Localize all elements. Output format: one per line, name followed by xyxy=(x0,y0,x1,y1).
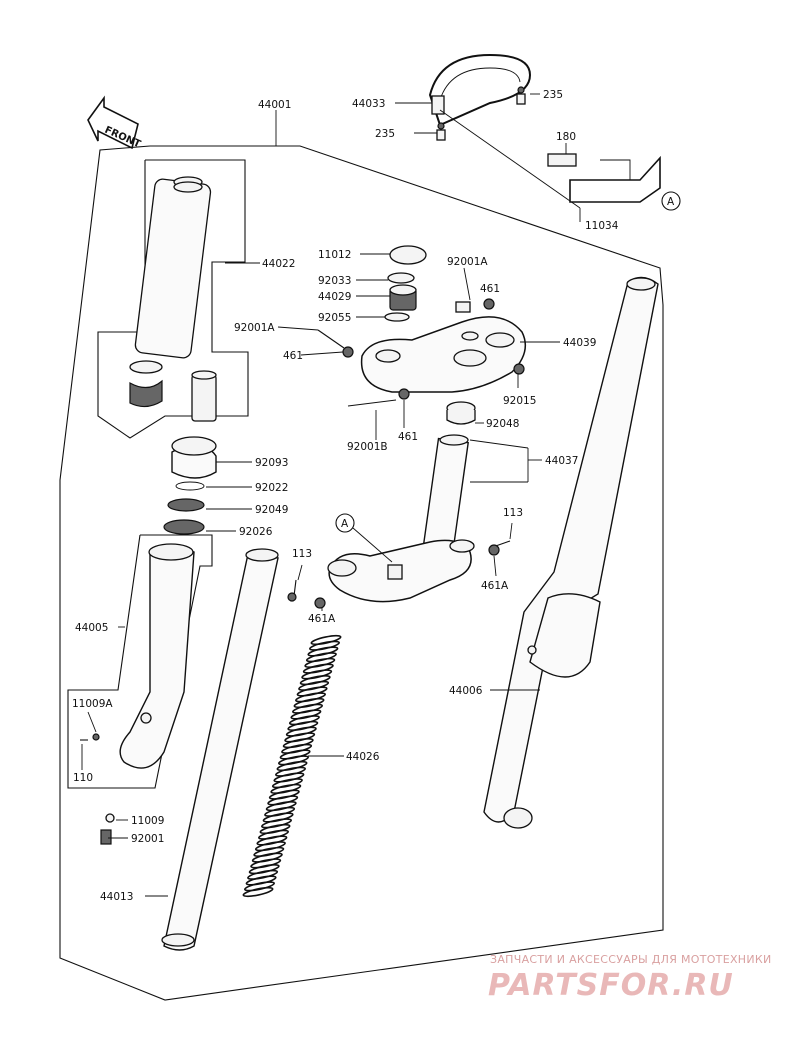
callout-11012: 11012 xyxy=(318,249,351,261)
callout-44039: 44039 xyxy=(563,337,596,349)
rubber-44029 xyxy=(389,284,417,311)
leader-lines xyxy=(81,93,567,897)
callout-92026: 92026 xyxy=(239,526,273,538)
callout-ref-a-top: A xyxy=(667,196,675,208)
callouts: 44001 44033 235 235 180 11034 A 44022 11… xyxy=(72,89,675,903)
right-fork-leg-44006 xyxy=(483,276,659,829)
steering-stem-44037 xyxy=(327,401,476,603)
bracket-11034 xyxy=(547,153,661,203)
callout-461a-left: 461A xyxy=(308,613,336,625)
callout-11009a: 11009A xyxy=(72,698,113,710)
handle-bracket-44033 xyxy=(428,53,532,141)
callout-92048: 92048 xyxy=(486,418,519,430)
spring-44026 xyxy=(242,634,342,898)
callout-11034: 11034 xyxy=(585,220,619,232)
inner-tube-44013 xyxy=(161,548,279,951)
callout-44001: 44001 xyxy=(258,99,291,111)
callout-92049: 92049 xyxy=(255,504,288,516)
callout-44006: 44006 xyxy=(449,685,483,697)
seal-stack xyxy=(163,436,217,535)
cap-11012 xyxy=(389,245,427,265)
spring-coil xyxy=(242,886,274,898)
callout-461-top: 461 xyxy=(480,283,500,295)
callout-ref-a-mid: A xyxy=(341,518,349,530)
callout-92015: 92015 xyxy=(503,395,536,407)
callout-44013: 44013 xyxy=(100,891,133,903)
callout-92001: 92001 xyxy=(131,833,164,845)
callout-461-left: 461 xyxy=(283,350,303,362)
callout-44005: 44005 xyxy=(75,622,108,634)
group-44005-outline xyxy=(67,534,213,789)
callout-110: 110 xyxy=(73,772,93,784)
callout-180: 180 xyxy=(556,131,576,143)
callout-44026: 44026 xyxy=(346,751,380,763)
callout-92001a-top: 92001A xyxy=(447,256,488,268)
fork-tube-44022 xyxy=(129,176,217,422)
watermark-brand: PARTSFOR.RU xyxy=(488,968,734,1003)
outer-tube-44005 xyxy=(119,543,195,769)
callout-235-b: 235 xyxy=(375,128,395,140)
callout-92022: 92022 xyxy=(255,482,288,494)
callout-235-a: 235 xyxy=(543,89,563,101)
callout-92001b: 92001B xyxy=(347,441,388,453)
callout-461a-right: 461A xyxy=(481,580,509,592)
callout-92093: 92093 xyxy=(255,457,288,469)
callout-44022: 44022 xyxy=(262,258,295,270)
callout-44033: 44033 xyxy=(352,98,385,110)
callout-113-right: 113 xyxy=(503,507,523,519)
callout-92033: 92033 xyxy=(318,275,351,287)
front-arrow-icon: FRONT xyxy=(87,95,142,150)
callout-92055: 92055 xyxy=(318,312,351,324)
upper-bracket-44039 xyxy=(360,301,527,393)
callout-11009: 11009 xyxy=(131,815,164,827)
group-44022-outline xyxy=(97,159,249,439)
callout-44037: 44037 xyxy=(545,455,578,467)
watermark: ЗАПЧАСТИ И АКСЕССУАРЫ ДЛЯ МОТОТЕХНИКИ PA… xyxy=(488,953,772,1003)
callout-92001a-left: 92001A xyxy=(234,322,275,334)
callout-113-left: 113 xyxy=(292,548,312,560)
callout-44029: 44029 xyxy=(318,291,351,303)
assembly-outline xyxy=(59,145,664,1001)
callout-461-mid: 461 xyxy=(398,431,418,443)
watermark-tagline: ЗАПЧАСТИ И АКСЕССУАРЫ ДЛЯ МОТОТЕХНИКИ xyxy=(490,953,772,966)
